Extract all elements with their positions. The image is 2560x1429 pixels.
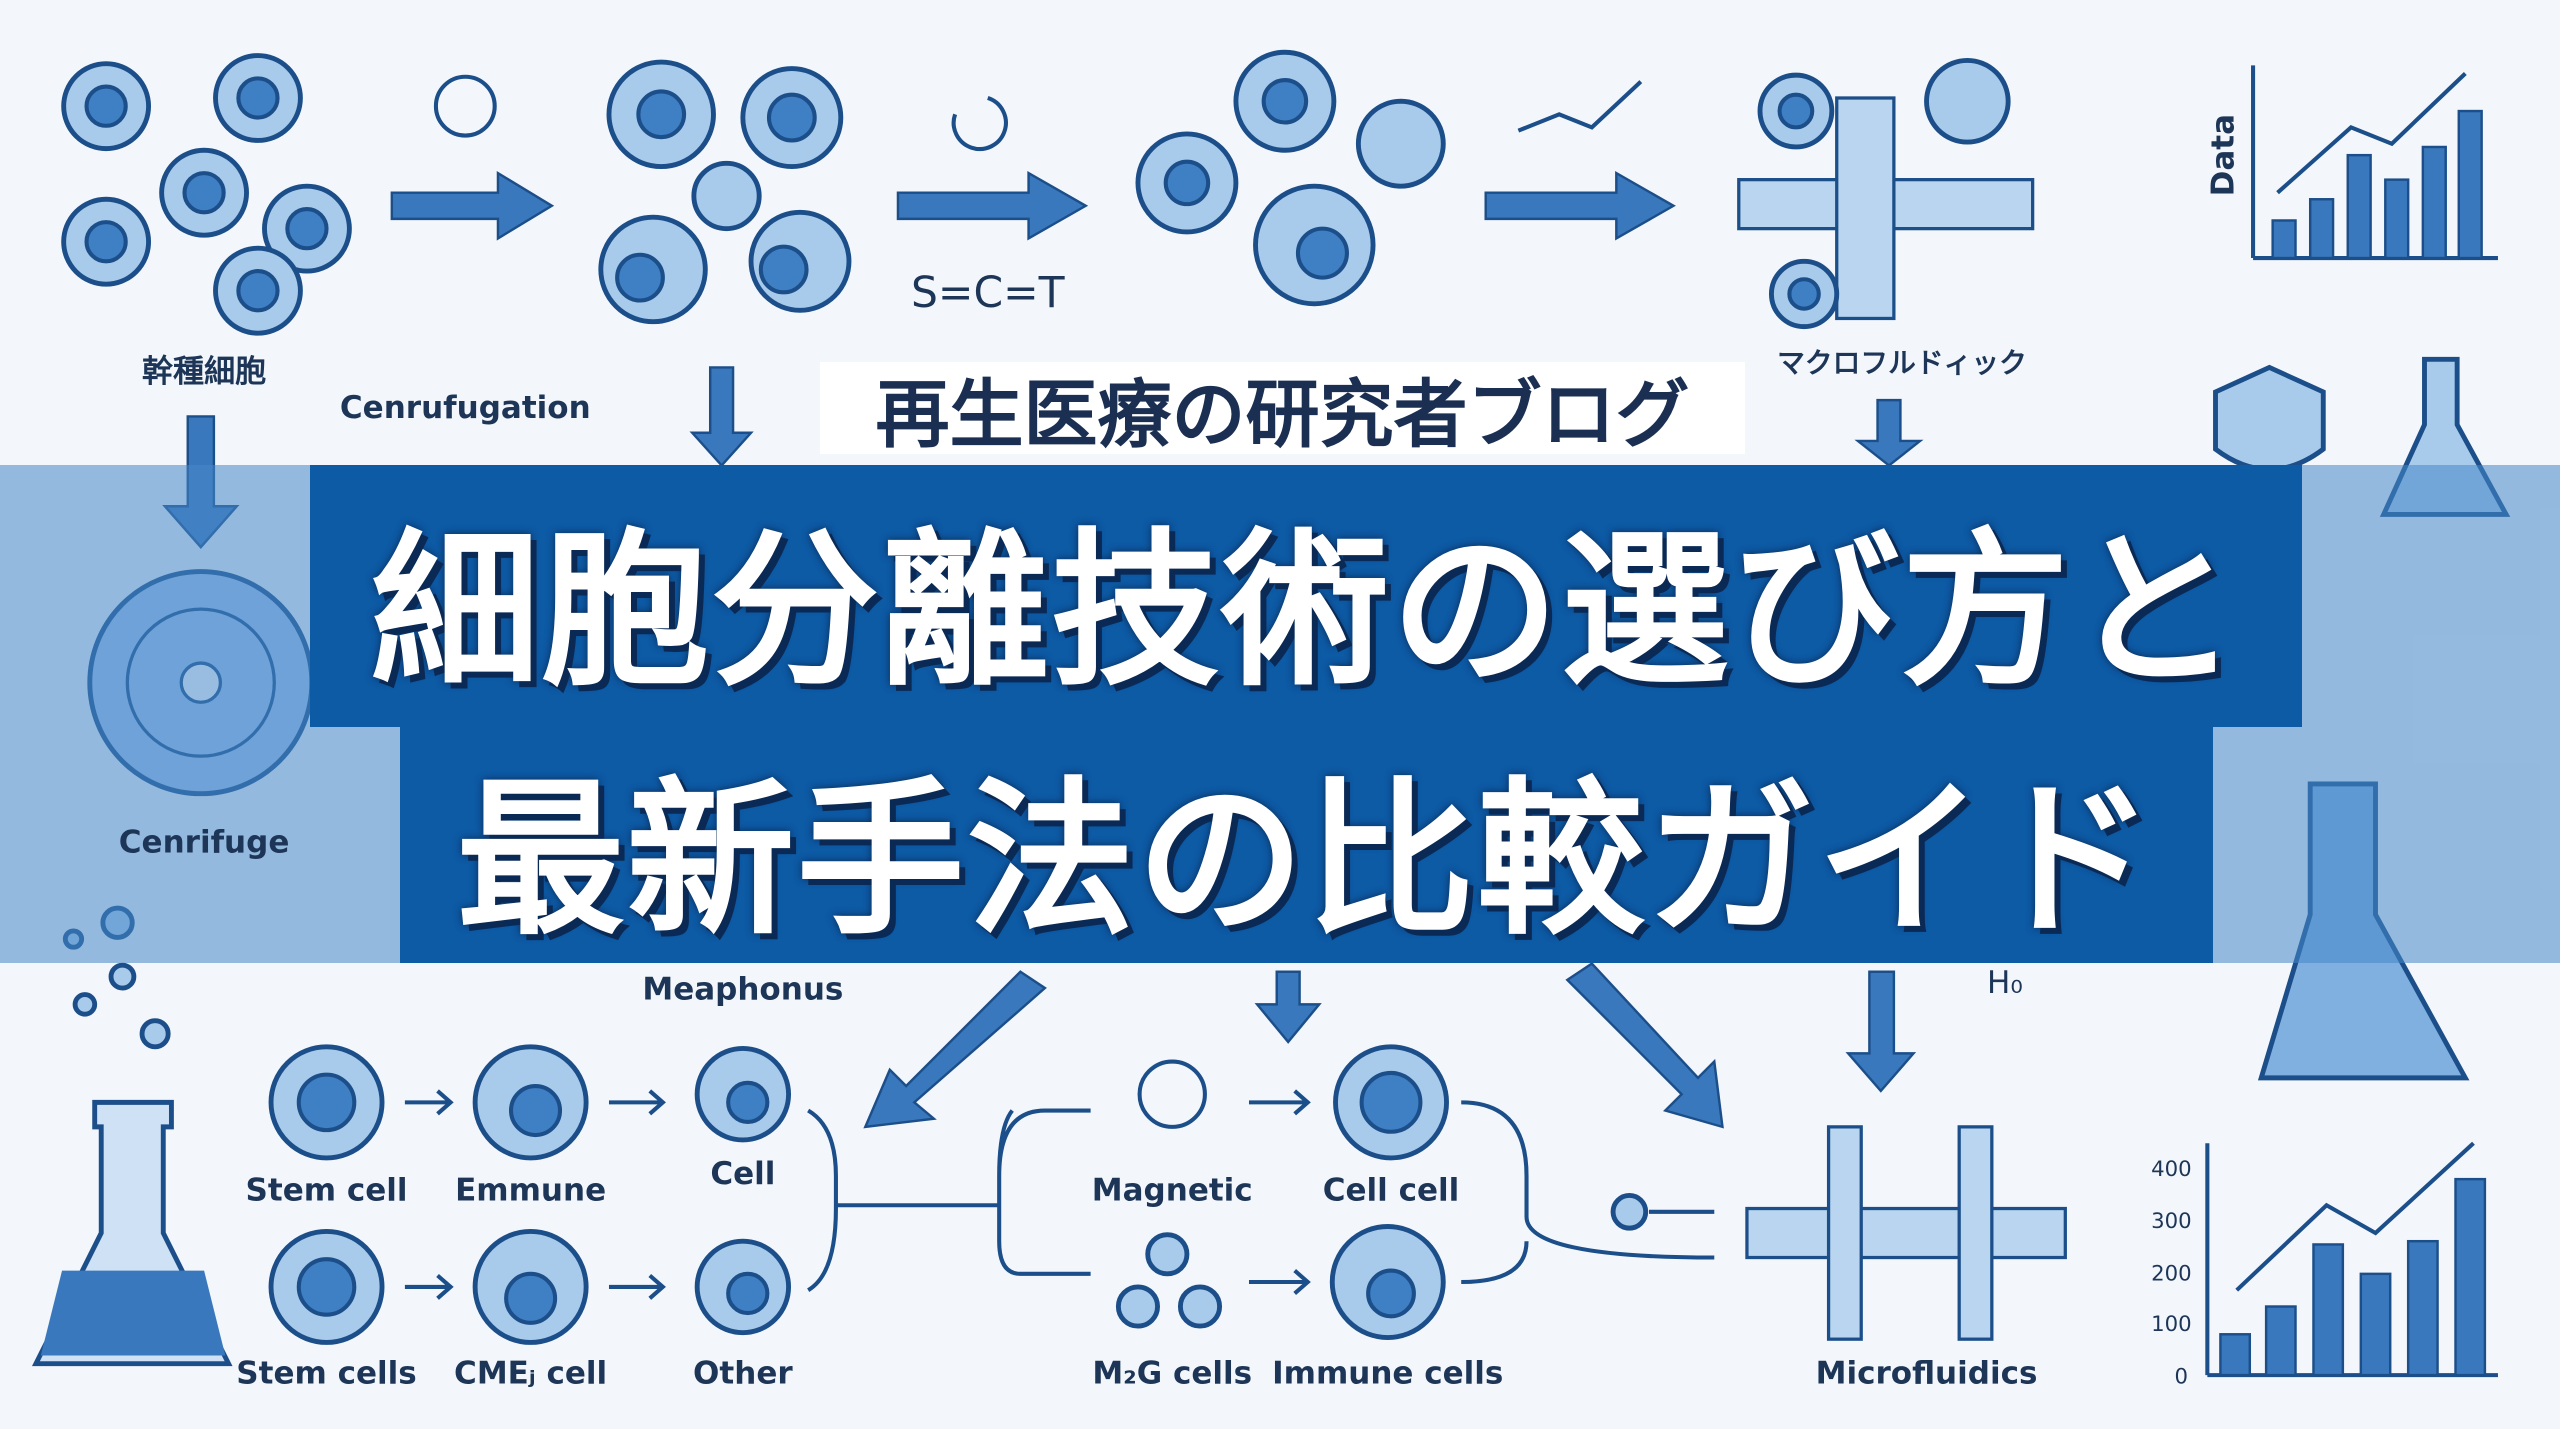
arrow-icon [896,171,1089,241]
bar-chart-icon [2205,1141,2498,1378]
arrow-icon [1484,171,1676,241]
label-ho: H₀ [1987,965,2023,1001]
title-box-line2: 最新手法の比較ガイド [400,727,2213,963]
blog-name: 再生医療の研究者ブログ [820,362,1745,458]
label-centrifugation: Cenrufugation [340,390,591,426]
magnet-icon [951,96,1008,152]
svg-text:400: 400 [2151,1157,2192,1182]
svg-text:200: 200 [2151,1261,2192,1286]
cell-group-icon [598,59,852,325]
microfluidic-chip-icon [1745,1125,2067,1341]
label-stem-cells-jp: 幹種細胞 [142,354,266,390]
flask-liquid [40,1270,226,1356]
svg-text:100: 100 [2151,1312,2192,1337]
arrow-icon [390,170,555,241]
shield-icon [2213,364,2326,472]
title-line1: 細胞分離技術の選び方と [371,512,2241,709]
flow-arrows [404,1089,1715,1300]
arrow-down-icon [1254,970,1322,1044]
label-cell: Cell [710,1156,775,1192]
label-emmune: Emmune [455,1172,606,1208]
label-cme-cell: CMEⱼ cell [454,1355,607,1391]
data-chart-icon [2251,65,2498,261]
cell-flow-icons [268,1044,1449,1345]
label-microfluidics: Microfluidics [1816,1355,2038,1391]
immune-cell-group-icon [1135,49,1446,307]
label-other: Other [693,1355,793,1391]
title-line2: 最新手法の比較ガイド [456,761,2157,958]
label-microfluidic-jp: マクロフルドィック [1777,346,2027,379]
label-stem-cells: Stem cells [236,1355,416,1391]
arrow-icon [863,970,1047,1129]
label-cell-cell: Cell cell [1323,1172,1460,1208]
stem-cell-cluster-icon [61,53,352,336]
label-magnetic: Magnetic [1092,1172,1253,1208]
label-stem-cell: Stem cell [246,1172,408,1208]
cycle-icon [433,74,497,138]
microfluidic-chip-icon [1737,57,2035,330]
arrow-down-icon [1845,970,1917,1093]
svg-text:300: 300 [2151,1209,2192,1234]
label-sct: S=C=T [911,269,1066,318]
label-data: Data [2205,114,2241,196]
arrow-icon [1565,961,1724,1129]
graph-icon [1517,80,1643,133]
arrow-down-icon [1854,398,1924,468]
label-immune-cells: Immune cells [1272,1355,1503,1391]
particle-icon [1610,1193,1649,1231]
arrow-down-icon [689,366,754,468]
chart-tick-labels: 400 300 200 100 0 [2151,1157,2192,1389]
title-box-line1: 細胞分離技術の選び方と [310,465,2302,727]
svg-text:0: 0 [2174,1364,2188,1389]
label-m2g-cells: M₂G cells [1092,1355,1252,1391]
